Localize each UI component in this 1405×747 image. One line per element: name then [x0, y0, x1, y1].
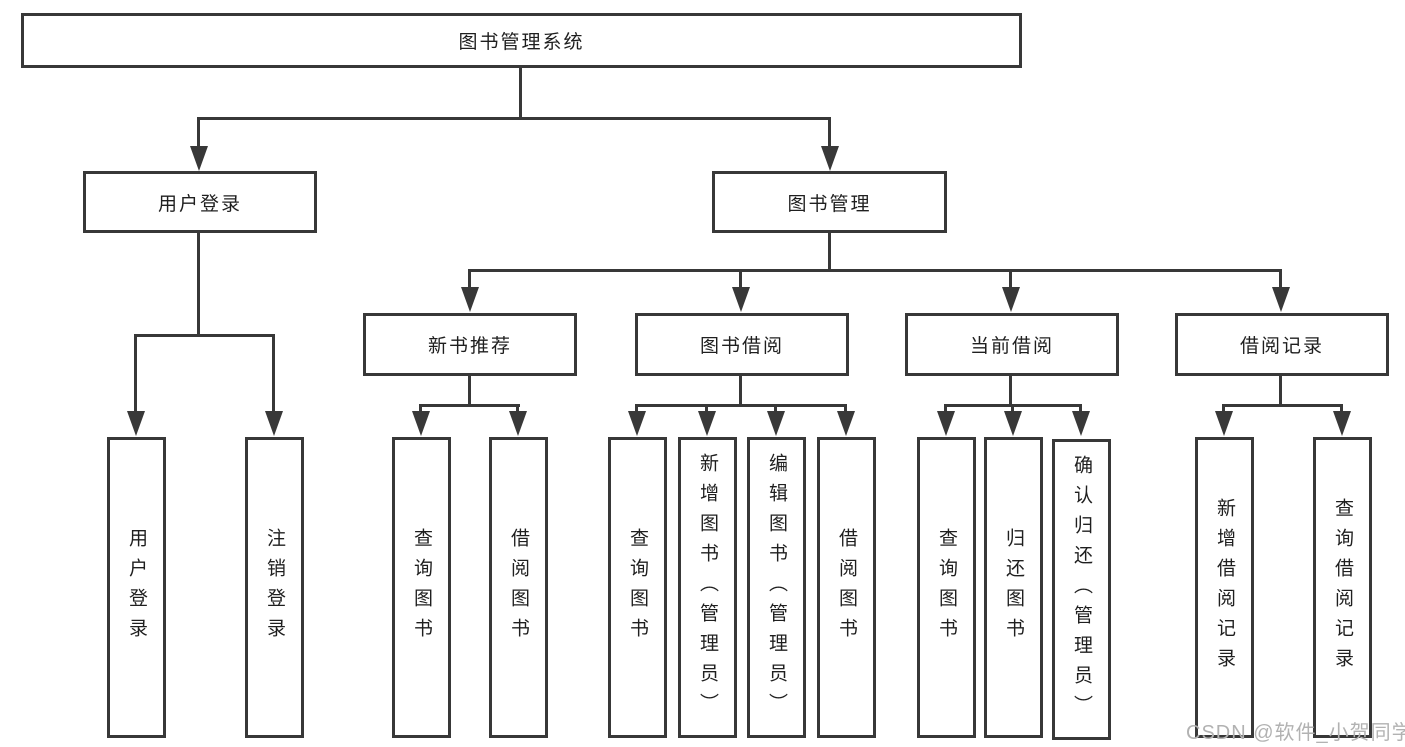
leaf-logout: 注销登录 — [245, 437, 304, 738]
leaf-borrow-books-label: 借阅图书 — [836, 527, 857, 648]
leaf-query-books-recommend-label: 查询图书 — [411, 527, 432, 648]
leaf-query-books-borrow-label: 查询图书 — [627, 527, 648, 648]
leaf-add-borrow-record-label: 新增借阅记录 — [1214, 497, 1235, 678]
arrow-down — [821, 146, 839, 171]
node-book-management-label: 图书管理 — [787, 193, 872, 215]
node-book-borrow-label: 图书借阅 — [699, 336, 784, 357]
arrow-down — [1215, 411, 1233, 436]
leaf-query-books-borrow: 查询图书 — [608, 437, 667, 738]
node-root: 图书管理系统 — [21, 13, 1022, 68]
arrow-down — [628, 411, 646, 436]
connector-drop-book-management — [828, 117, 831, 149]
leaf-confirm-return-admin: 确认归还（管理员） — [1052, 439, 1111, 740]
connector-drop-leaf — [1340, 404, 1343, 414]
leaf-query-books-current: 查询图书 — [917, 437, 976, 738]
leaf-borrow-books: 借阅图书 — [817, 437, 876, 738]
connector-user-login-split — [134, 334, 275, 337]
connector-drop-leaf — [705, 404, 708, 414]
leaf-edit-books-admin-label: 编辑图书（管理员） — [766, 452, 787, 723]
connector-new-book-split — [419, 404, 520, 407]
arrow-down — [1072, 411, 1090, 436]
node-new-book-recommend: 新书推荐 — [363, 313, 577, 376]
connector-drop-leaf — [774, 404, 777, 414]
connector-drop-leaf — [844, 404, 847, 414]
connector-drop-leaf — [635, 404, 638, 414]
arrow-down — [1002, 287, 1020, 312]
connector-book-management-stem — [828, 231, 831, 272]
connector-book-borrow-stem — [739, 374, 742, 406]
arrow-down — [412, 411, 430, 436]
arrow-down — [698, 411, 716, 436]
leaf-query-borrow-record-label: 查询借阅记录 — [1332, 497, 1353, 678]
connector-drop-leaf — [272, 334, 275, 414]
leaf-user-login-label: 用户登录 — [126, 527, 147, 648]
arrow-down — [509, 411, 527, 436]
connector-drop-leaf — [1222, 404, 1225, 414]
connector-drop-leaf — [419, 404, 422, 414]
leaf-return-books: 归还图书 — [984, 437, 1043, 738]
connector-user-login-stem — [197, 231, 200, 336]
csdn-watermark: CSDN @软件_小贺同学 — [1186, 722, 1405, 744]
connector-book-borrow-split — [635, 404, 847, 407]
connector-drop-leaf — [134, 334, 137, 414]
arrow-down — [265, 411, 283, 436]
arrow-down — [1333, 411, 1351, 436]
connector-drop-leaf — [1079, 404, 1082, 414]
connector-current-borrow-stem — [1009, 374, 1012, 406]
leaf-return-books-label: 归还图书 — [1003, 527, 1024, 648]
arrow-down — [937, 411, 955, 436]
leaf-query-borrow-record: 查询借阅记录 — [1313, 437, 1372, 738]
node-new-book-recommend-label: 新书推荐 — [427, 336, 512, 357]
arrow-down — [127, 411, 145, 436]
leaf-query-books-current-label: 查询图书 — [936, 527, 957, 648]
arrow-down — [190, 146, 208, 171]
leaf-add-borrow-record: 新增借阅记录 — [1195, 437, 1254, 738]
connector-drop-user-login — [197, 117, 200, 149]
node-borrow-records-label: 借阅记录 — [1239, 336, 1324, 357]
arrow-down — [767, 411, 785, 436]
connector-drop-current-borrow — [1009, 269, 1012, 290]
connector-drop-leaf — [1011, 404, 1014, 414]
connector-drop-leaf — [944, 404, 947, 414]
leaf-user-login: 用户登录 — [107, 437, 166, 738]
arrow-down — [461, 287, 479, 312]
node-user-login: 用户登录 — [83, 171, 317, 233]
node-user-login-label: 用户登录 — [157, 193, 242, 215]
arrow-down — [1272, 287, 1290, 312]
leaf-query-books-recommend: 查询图书 — [392, 437, 451, 738]
leaf-edit-books-admin: 编辑图书（管理员） — [747, 437, 806, 738]
leaf-confirm-return-admin-label: 确认归还（管理员） — [1071, 454, 1092, 725]
connector-drop-borrow-records — [1279, 269, 1282, 290]
arrow-down — [732, 287, 750, 312]
connector-borrow-records-split — [1222, 404, 1343, 407]
node-book-borrow: 图书借阅 — [635, 313, 849, 376]
node-current-borrow-label: 当前借阅 — [969, 336, 1054, 357]
leaf-logout-label: 注销登录 — [264, 527, 285, 648]
leaf-add-books-admin-label: 新增图书（管理员） — [697, 452, 718, 723]
connector-root-stem — [519, 66, 522, 118]
arrow-down — [1004, 411, 1022, 436]
node-current-borrow: 当前借阅 — [905, 313, 1119, 376]
node-root-label: 图书管理系统 — [458, 32, 585, 53]
connector-drop-new-book — [468, 269, 471, 290]
node-borrow-records: 借阅记录 — [1175, 313, 1389, 376]
leaf-borrow-books-recommend: 借阅图书 — [489, 437, 548, 738]
connector-borrow-records-stem — [1279, 374, 1282, 406]
leaf-add-books-admin: 新增图书（管理员） — [678, 437, 737, 738]
node-book-management: 图书管理 — [712, 171, 947, 233]
connector-level2-split — [197, 117, 831, 120]
arrow-down — [837, 411, 855, 436]
connector-drop-book-borrow — [739, 269, 742, 290]
connector-drop-leaf — [516, 404, 519, 414]
leaf-borrow-books-recommend-label: 借阅图书 — [508, 527, 529, 648]
connector-new-book-stem — [468, 374, 471, 406]
connector-level3-split — [468, 269, 1282, 272]
